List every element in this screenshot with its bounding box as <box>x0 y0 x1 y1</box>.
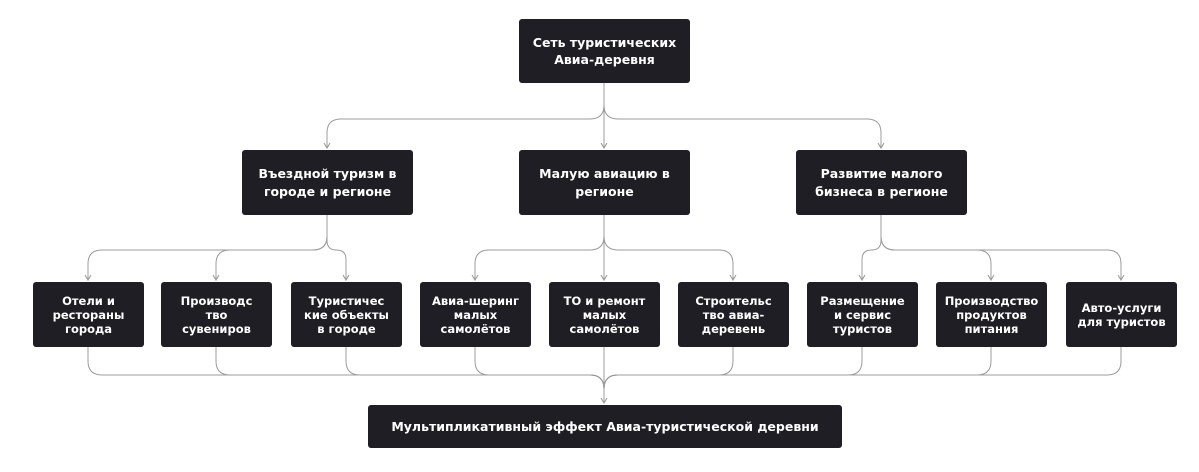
direction-node-small-business: Развитие малого бизнеса в регионе <box>796 150 967 215</box>
activity-node-label: Туристичес кие объекты в городе <box>304 293 389 336</box>
activity-node-label: Отели и ресто­раны города <box>52 293 125 336</box>
activity-node-aircraft-sharing: Авиа-шеринг малых самолётов <box>420 282 531 347</box>
direction-to-activity-connector <box>84 215 328 282</box>
activity-node-food-production: Производство продуктов питания <box>936 282 1047 347</box>
direction-to-activity-connector <box>603 215 737 282</box>
direction-node-inbound-tourism: Въездной туризм в городе и регионе <box>242 150 413 215</box>
activity-to-result-connector <box>603 347 734 390</box>
root-to-direction-connector <box>323 83 605 150</box>
root-to-direction-connector <box>603 83 885 150</box>
direction-node-small-aviation: Малую авиацию в регионе <box>519 150 690 215</box>
direction-node-label: Развитие малого бизнеса в регионе <box>815 165 948 199</box>
activity-node-village-construction: Строительс тво авиа- деревень <box>678 282 789 347</box>
activity-to-result-connector <box>215 347 605 390</box>
activity-node-aircraft-maintenance: ТО и ремонт малых самолётов <box>549 282 660 347</box>
activity-node-label: Авто-услуги для туристов <box>1077 300 1166 329</box>
direction-to-activity-connector <box>471 215 605 282</box>
activity-node-label: Авиа-шеринг малых самолётов <box>431 293 520 336</box>
activity-node-label: Строительс тво авиа- деревень <box>695 293 772 336</box>
direction-to-activity-connector <box>858 215 882 282</box>
direction-to-activity-connector <box>880 215 1125 282</box>
activity-node-label: Производство продуктов питания <box>944 293 1039 336</box>
direction-to-activity-connector <box>880 215 995 282</box>
direction-to-activity-connector <box>326 215 350 282</box>
direction-to-activity-connector <box>212 215 328 282</box>
activity-node-label: Размещение и сервис туристов <box>820 293 905 336</box>
activity-node-souvenirs: Производс тво сувениров <box>161 282 272 347</box>
activity-to-result-connector <box>603 347 1122 390</box>
activity-node-label: ТО и ремонт малых самолётов <box>563 293 646 336</box>
activity-to-result-connector <box>474 347 605 390</box>
result-node: Мультипликативный эффект Авиа-туристичес… <box>368 405 842 448</box>
activity-node-accommodation: Размещение и сервис туристов <box>807 282 918 347</box>
root-node: Сеть туристических Авиа-деревня <box>519 19 690 83</box>
direction-node-label: Малую авиацию в регионе <box>539 165 670 199</box>
activity-node-label: Производс тво сувениров <box>180 293 253 336</box>
activity-node-hotels: Отели и ресто­раны города <box>33 282 144 347</box>
result-node-label: Мультипликативный эффект Авиа-туристичес… <box>391 419 819 434</box>
activity-to-result-connector <box>603 347 992 390</box>
activity-node-tourist-sites: Туристичес кие объекты в городе <box>291 282 402 347</box>
activity-node-car-services: Авто-услуги для туристов <box>1066 282 1177 347</box>
direction-node-label: Въездной туризм в городе и регионе <box>258 165 397 199</box>
root-node-label: Сеть туристических Авиа-деревня <box>532 35 677 67</box>
